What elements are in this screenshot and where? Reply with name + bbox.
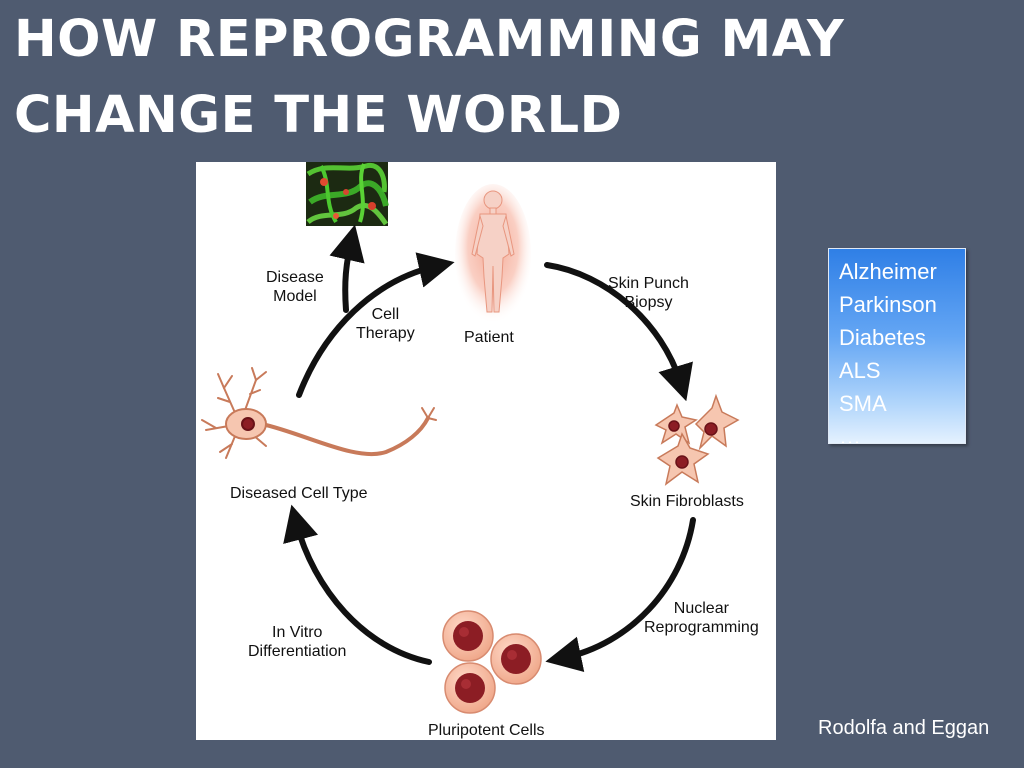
label-patient: Patient	[464, 329, 514, 346]
label-diseased-cell-type: Diseased Cell Type	[230, 485, 368, 502]
title-line-2: CHANGE THE WORLD	[14, 86, 623, 145]
diagram-graphics	[201, 162, 740, 714]
arrow-cell-therapy	[296, 252, 455, 398]
disease-model-micrograph	[306, 162, 389, 226]
label-skin-fibroblasts: Skin Fibroblasts	[630, 493, 744, 510]
cycle-arrows	[283, 224, 696, 672]
disease-item: Diabetes	[839, 325, 926, 350]
pluripotent-cells	[442, 610, 542, 714]
patient-figure	[455, 184, 531, 324]
arrow-reprogramming	[545, 517, 696, 672]
skin-fibroblasts-cells	[654, 393, 740, 486]
disease-item: Parkinson	[839, 292, 937, 317]
arrow-biopsy	[544, 262, 693, 402]
arrow-disease-model	[329, 224, 365, 313]
label-pluripotent-cells: Pluripotent Cells	[428, 722, 545, 739]
neuron-cell	[201, 367, 437, 459]
disease-list-box: Alzheimer Parkinson Diabetes ALS SMA …	[828, 248, 966, 444]
citation-credit: Rodolfa and Eggan	[818, 717, 990, 739]
slide-title: HOW REPROGRAMMING MAY CHANGE THE WORLD	[14, 2, 844, 154]
title-line-1: HOW REPROGRAMMING MAY	[14, 10, 845, 69]
disease-item: Alzheimer	[839, 259, 937, 284]
disease-item: …	[839, 424, 861, 444]
arrow-differentiation	[283, 504, 432, 665]
disease-item: ALS	[839, 358, 881, 383]
disease-item: SMA	[839, 391, 887, 416]
